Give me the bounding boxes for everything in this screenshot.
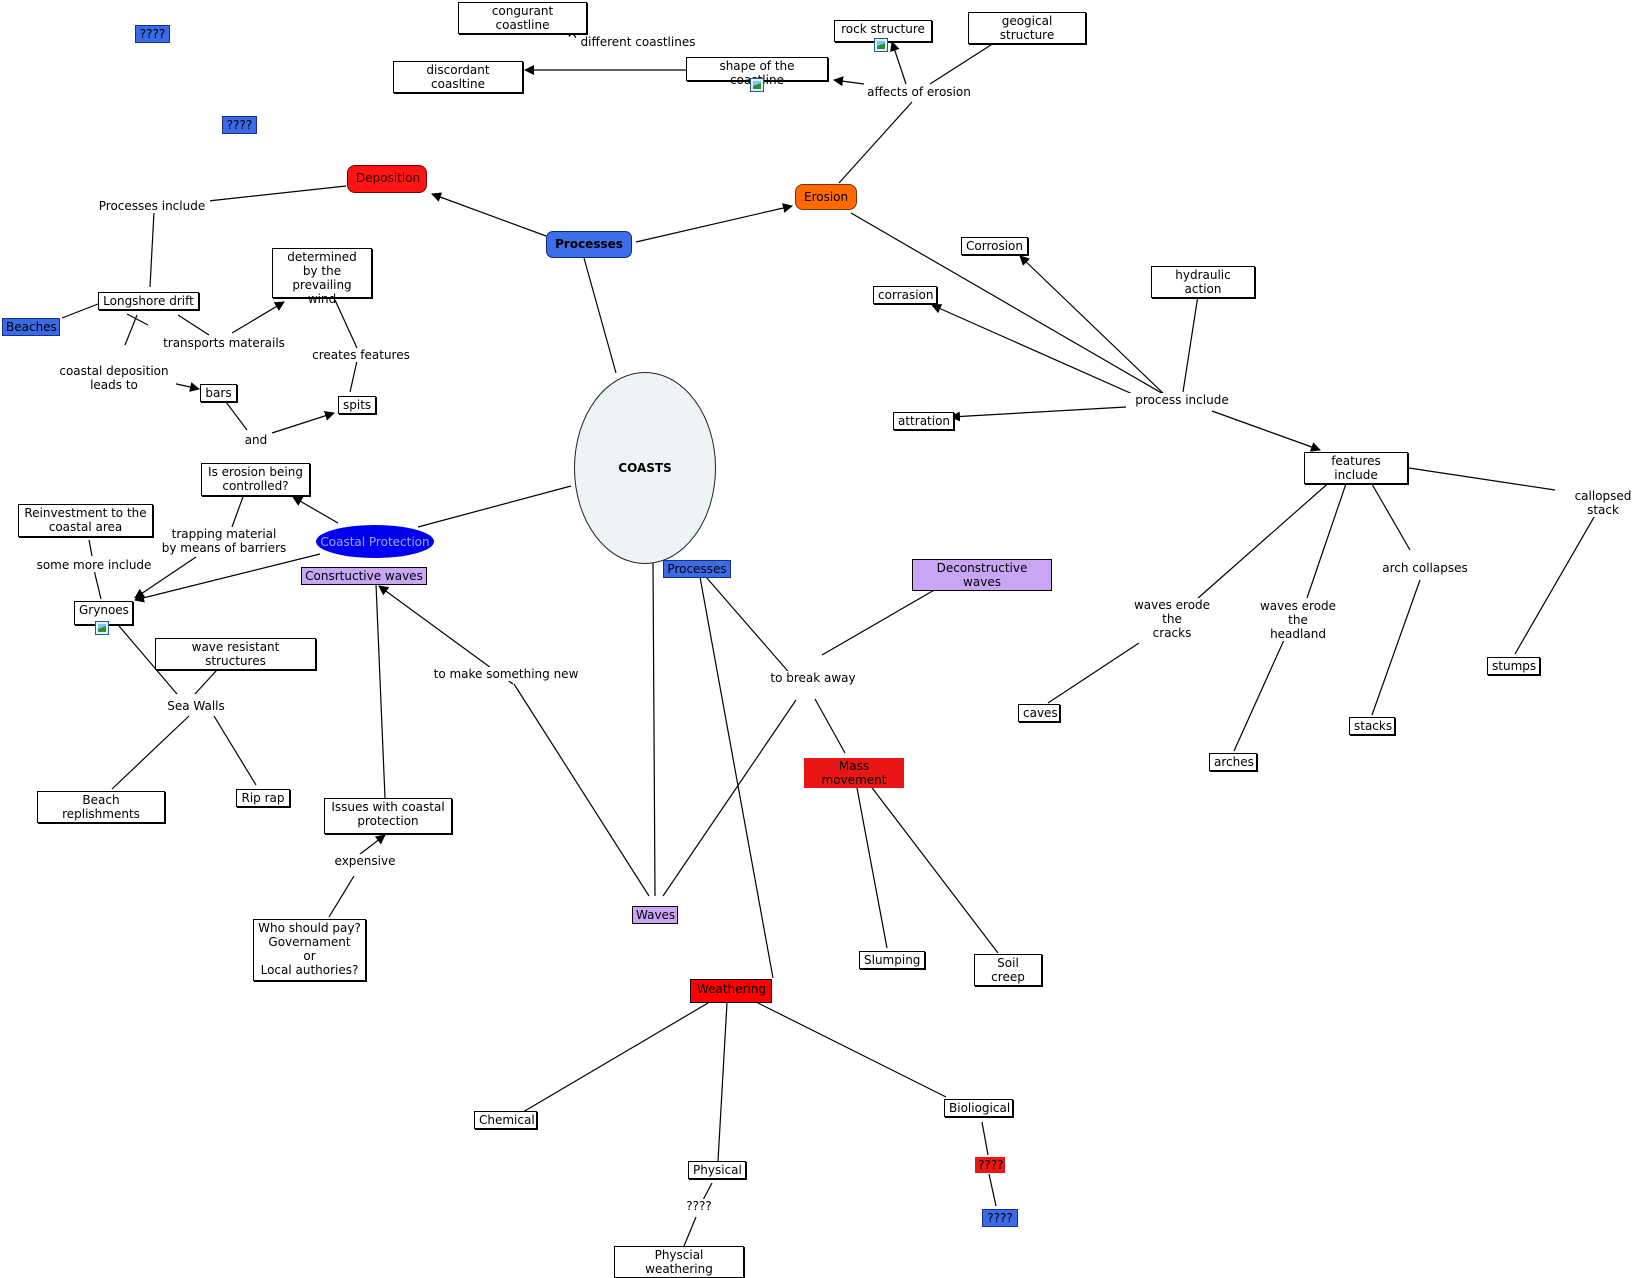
node-constructive-waves[interactable]: Consrtuctive waves [301,567,427,585]
link-sea-walls[interactable]: Sea Walls [162,699,230,713]
node-processes-main[interactable]: Processes [546,231,632,258]
link-qmark[interactable]: ???? [681,1199,717,1213]
link-some-more-include[interactable]: some more include [34,558,154,572]
node-slumping[interactable]: Slumping [859,951,925,969]
node-discordant-coastline[interactable]: discordant coasltine [393,61,523,93]
node-waves[interactable]: Waves [632,906,678,924]
qmark-label[interactable]: ???? [135,25,170,43]
node-chemical[interactable]: Chemical [474,1111,537,1129]
node-geological-structure[interactable]: geogical structure [968,12,1086,44]
node-shape-of-coastline[interactable]: shape of the coastline [686,57,828,87]
node-corrasion[interactable]: corrasion [873,286,937,304]
node-spits[interactable]: spits [338,396,376,414]
link-affects-of-erosion[interactable]: affects of erosion [862,85,976,99]
node-mass-movement[interactable]: Mass movement [804,758,904,788]
link-to-make-something-new[interactable]: to make something new [428,667,584,681]
link-processes-include[interactable]: Processes include [94,199,210,213]
node-stumps[interactable]: stumps [1487,657,1540,675]
image-icon[interactable] [95,621,109,635]
node-wave-resistant-structures[interactable]: wave resistant structures [155,638,316,670]
qmark-label[interactable]: ???? [222,116,257,134]
node-attration[interactable]: attration [893,412,954,430]
node-features-include[interactable]: features include [1304,452,1408,484]
link-waves-erode-cracks[interactable]: waves erode the cracks [1128,598,1216,640]
node-deconstructive-waves[interactable]: Deconstructive waves [912,559,1052,591]
link-and[interactable]: and [241,433,271,447]
node-hydraulic-action[interactable]: hydraulic action [1151,266,1255,298]
node-bars[interactable]: bars [200,384,237,402]
image-icon[interactable] [874,38,888,52]
node-is-erosion-controlled[interactable]: Is erosion being controlled? [201,463,310,496]
node-congurant-coastline[interactable]: congurant coastline [458,2,587,34]
link-transports-materials[interactable]: transports materails [157,336,291,350]
node-arches[interactable]: arches [1209,753,1257,771]
node-longshore-drift[interactable]: Longshore drift [98,292,199,310]
node-stacks[interactable]: stacks [1349,717,1395,735]
node-weathering[interactable]: Weathering [690,979,772,1003]
node-soil-creep[interactable]: Soil creep [974,954,1042,986]
node-corrosion[interactable]: Corrosion [961,237,1028,255]
link-coastal-deposition[interactable]: coastal deposition leads to [52,364,176,392]
node-physical-weathering[interactable]: Physcial weathering [614,1246,744,1278]
link-waves-erode-headland[interactable]: waves erode the headland [1251,599,1345,641]
node-rip-rap[interactable]: Rip rap [236,789,290,807]
node-erosion[interactable]: Erosion [795,184,857,210]
node-biological[interactable]: Bioliogical [944,1099,1013,1117]
node-beach-replishments[interactable]: Beach replishments [37,791,165,823]
node-who-should-pay[interactable]: Who should pay? Governament or Local aut… [253,919,366,981]
link-collapsed-stack[interactable]: callopsed stack [1555,489,1651,517]
link-process-include[interactable]: process include [1129,393,1235,407]
node-caves[interactable]: caves [1018,704,1060,722]
qmark-label[interactable]: ???? [975,1157,1005,1173]
node-processes-sub[interactable]: Processes [663,560,731,578]
link-arch-collapses[interactable]: arch collapses [1377,561,1473,575]
qmark-label[interactable]: ???? [982,1209,1018,1227]
link-trapping-material[interactable]: trapping material by means of barriers [157,527,291,555]
node-physical[interactable]: Physical [688,1161,746,1179]
node-issues-with-protection[interactable]: Issues with coastal protection [324,798,452,834]
node-coasts-center[interactable]: COASTS [574,372,716,564]
node-beaches[interactable]: Beaches [2,318,60,336]
link-creates-features[interactable]: creates features [308,348,414,362]
image-icon[interactable] [750,78,764,92]
node-reinvestment[interactable]: Reinvestment to the coastal area [18,504,153,537]
link-to-break-away[interactable]: to break away [767,671,859,685]
link-expensive[interactable]: expensive [328,854,402,868]
node-deposition[interactable]: Deposition [347,165,427,193]
node-determined-by-wind[interactable]: determined by the prevailing wind [272,248,372,306]
link-different-coastlines[interactable]: different coastlines [576,35,700,49]
node-coastal-protection[interactable]: Coastal Protection [316,525,434,558]
